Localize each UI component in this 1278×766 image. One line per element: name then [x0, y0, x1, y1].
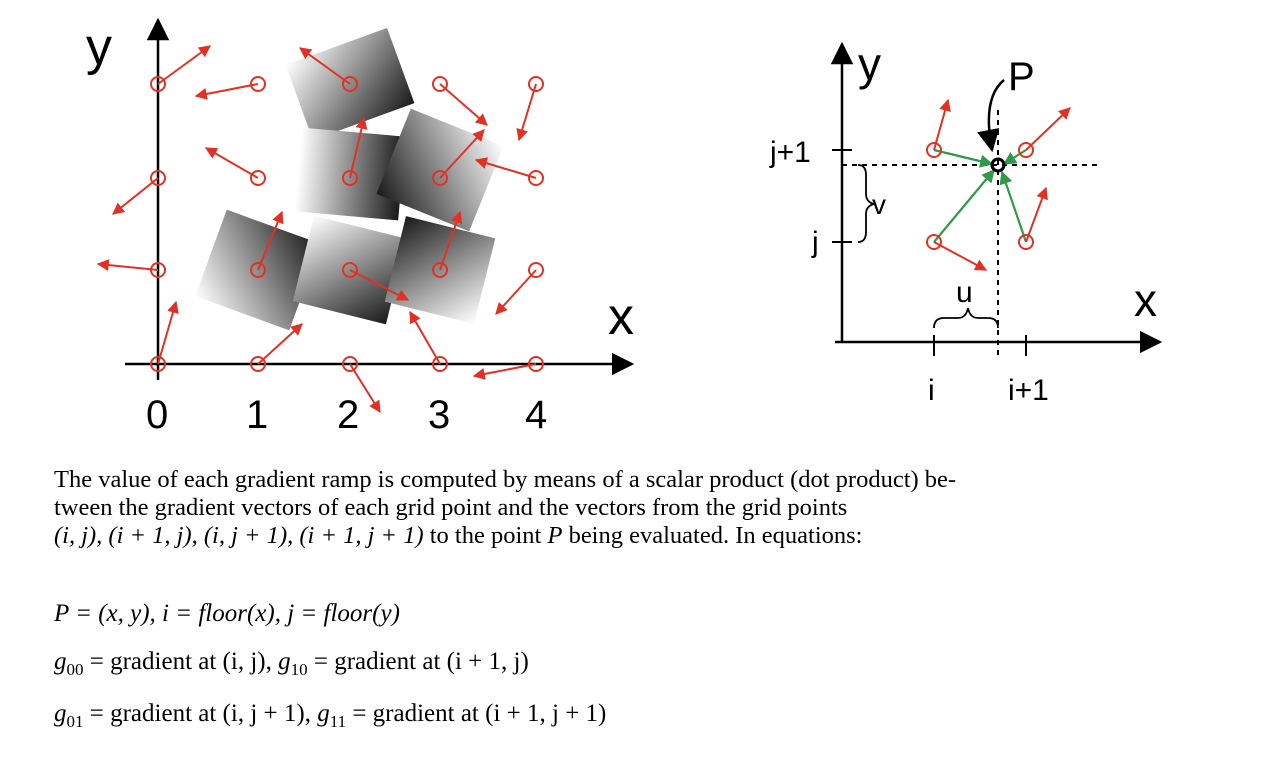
tick-label-1: 1	[246, 393, 268, 437]
description-line-3: (i, j), (i + 1, j), (i, j + 1), (i + 1, …	[54, 522, 1244, 550]
g01-subscript: 01	[66, 712, 84, 731]
g01-definition: = gradient at (i, j + 1),	[83, 700, 318, 727]
label-i1: i+1	[1008, 374, 1049, 407]
label-p: P	[1008, 55, 1035, 99]
label-v: v	[872, 189, 886, 220]
description-line-3-mid: to the point	[423, 522, 548, 549]
tick-label-4: 4	[525, 393, 547, 437]
corner-gradient-vectors	[926, 98, 1071, 271]
gradient-ramps	[195, 27, 504, 331]
y-axis-label: y	[86, 18, 112, 76]
g11-definition: = gradient at (i + 1, j + 1)	[346, 700, 607, 727]
gradient-vectors	[96, 45, 544, 414]
g11-subscript: 11	[329, 712, 347, 731]
figure: y x 0 1 2 3 4	[86, 17, 1163, 437]
point-p	[990, 157, 1006, 173]
x-tick-labels: 0 1 2 3 4	[146, 393, 547, 437]
g10-symbol: g	[278, 648, 291, 675]
tick-label-0: 0	[146, 393, 168, 437]
equation-3: g01 = gradient at (i, j + 1), g11 = grad…	[54, 700, 607, 731]
offset-vectors	[933, 148, 1028, 243]
brace-v	[857, 164, 875, 243]
description-line-3-end: being evaluated. In equations:	[562, 522, 863, 549]
brace-u	[933, 307, 999, 329]
g01-symbol: g	[54, 700, 67, 727]
equation-2: g00 = gradient at (i, j), g10 = gradient…	[54, 648, 529, 679]
label-j: j	[811, 226, 819, 259]
label-j1: j+1	[769, 136, 811, 169]
point-p-inline: P	[547, 522, 563, 549]
p-pointer	[977, 79, 1005, 153]
left-diagram: y x 0 1 2 3 4	[86, 17, 635, 437]
tick-label-2: 2	[337, 393, 359, 437]
description-line-1: The value of each gradient ramp is compu…	[54, 466, 957, 493]
description-paragraph: The value of each gradient ramp is compu…	[54, 466, 1244, 550]
g00-symbol: g	[54, 648, 67, 675]
g00-subscript: 00	[66, 660, 84, 679]
right-x-axis-label: x	[1134, 274, 1157, 326]
x-axis-label: x	[608, 288, 634, 346]
right-diagram: y x j+1 j i i+1 v u P	[769, 38, 1163, 407]
description-line-2: tween the gradient vectors of each grid …	[54, 494, 848, 521]
g10-definition: = gradient at (i + 1, j)	[307, 648, 529, 675]
grid-points-math: (i, j), (i + 1, j), (i, j + 1), (i + 1, …	[54, 522, 424, 549]
g11-symbol: g	[317, 700, 330, 727]
label-u: u	[956, 276, 973, 309]
tick-label-3: 3	[428, 393, 450, 437]
equation-1: P = (x, y), i = floor(x), j = floor(y)	[54, 600, 400, 627]
right-y-axis-label: y	[858, 38, 881, 90]
label-i: i	[928, 374, 935, 407]
g00-definition: = gradient at (i, j),	[83, 648, 279, 675]
g10-subscript: 10	[290, 660, 308, 679]
